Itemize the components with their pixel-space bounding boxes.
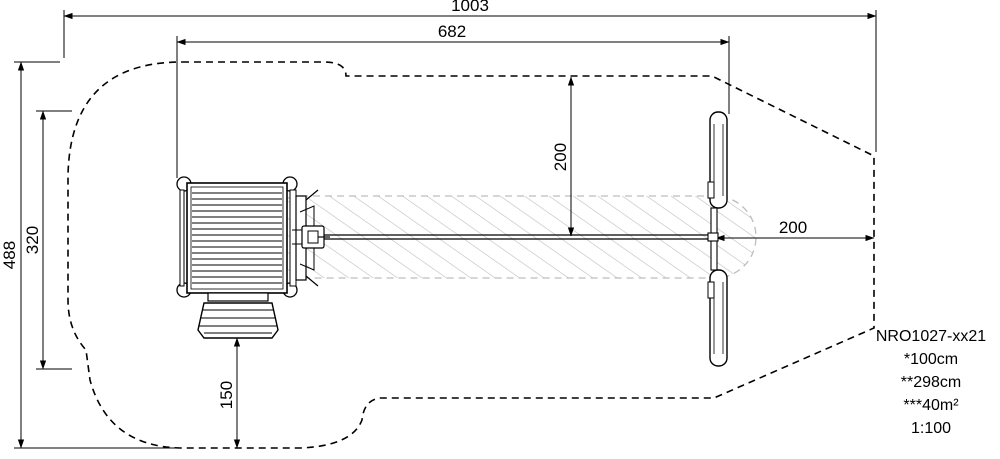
- dim-label-clearance-top: 200: [551, 143, 570, 171]
- fall-height: *100cm: [903, 351, 959, 368]
- swing-seat-top: [707, 111, 728, 209]
- swing-hanger-post: [707, 207, 719, 271]
- swing-beam: [310, 234, 714, 240]
- swing-movement-zone: [259, 195, 757, 279]
- dim-label-clearance-right: 200: [779, 218, 807, 237]
- dim-label-total-width: 1003: [451, 0, 489, 15]
- dim-label-clearance-bottom: 150: [217, 381, 236, 409]
- platform-tower: [176, 176, 298, 298]
- product-info-block: NRO1027-xx21 *100cm **298cm ***40m² 1:10…: [862, 325, 1000, 440]
- dim-label-inner-height: 320: [23, 226, 42, 254]
- dim-label-total-height: 488: [0, 241, 19, 269]
- swing-seat-bottom: [707, 269, 728, 367]
- equipment-length: **298cm: [900, 374, 962, 391]
- safety-zone-outline: [67, 61, 875, 449]
- swing-frame-bracket: [292, 189, 330, 287]
- product-code: NRO1027-xx21: [875, 328, 987, 345]
- deck-planks: [192, 192, 282, 284]
- slide-exit: [197, 292, 279, 339]
- safety-area: ***40m²: [903, 397, 959, 414]
- drawing-scale: 1:100: [910, 420, 952, 437]
- dim-label-inner-width: 682: [438, 22, 466, 41]
